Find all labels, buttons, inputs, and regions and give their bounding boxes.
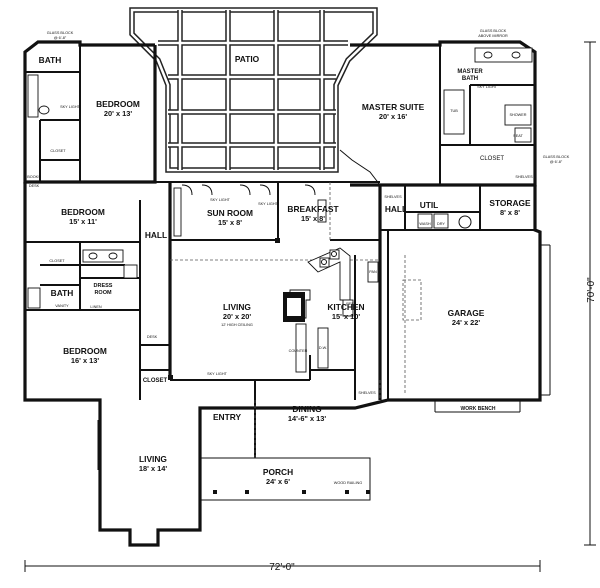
patio-trellis [129,7,378,173]
pantry-note: PAN [369,270,377,274]
kitchen-label: KITCHEN [327,302,364,312]
sky-light-note-5: SKY LIGHT [207,372,227,376]
bath-w-label: BATH [51,288,74,298]
entry-label: ENTRY [213,412,241,422]
bedroom-sw-label: BEDROOM [63,346,107,356]
bedroom-sw-size: 16' x 13' [71,356,99,365]
garage-label: GARAGE [448,308,485,318]
shelves-note: SHELVES [384,195,402,199]
dining-label: DINING [292,404,321,414]
dining-size: 14'-6" x 13' [288,414,326,423]
bedroom-nw-label: BEDROOM [96,99,140,109]
closet-sw-label: CLOSET [143,378,168,384]
glass-block-ne-note: GLASS BLOCK [480,29,507,33]
living-main-size: 20' x 20' [223,312,251,321]
bay-windows [97,149,381,470]
hall-e-label: HALL [385,204,407,214]
garage-door [434,244,551,413]
bedroom-w-label: BEDROOM [61,207,105,217]
sky-light-note-3: SKY LIGHT [210,198,230,202]
depth-dimension: 70'-0" [586,277,597,303]
work-bench-label: WORK BENCH [461,406,496,412]
bath-fixtures [27,47,533,309]
desk-note-1: DESK [29,184,40,188]
garage-size: 24' x 22' [452,318,480,327]
fixture-notes: GLASS BLOCK @ 6'-8" GLASS BLOCK ABOVE MI… [27,29,570,485]
dress-room-label-2: ROOM [94,290,112,296]
living-sw-label: LIVING [139,454,167,464]
sky-light-note-4: SKY LIGHT [258,202,278,206]
interior-walls [25,45,535,458]
storage-label: STORAGE [489,198,531,208]
desk-note-2: DESK [147,335,158,339]
glass-block-nw-note: GLASS BLOCK [47,31,74,35]
living-main-note: 12' HIGH CEILING [221,323,253,327]
linen-note: LINEN [90,305,101,309]
sky-light-note-1: SKY LIGHT [60,105,80,109]
glass-block-ne-note-2: ABOVE MIRROR [478,34,508,38]
porch-columns [168,238,370,494]
patio-label: PATIO [235,54,260,64]
sunroom-doors [173,184,327,237]
bedroom-w-size: 15' x 11' [69,217,97,226]
room-labels: PATIO BATH BEDROOM 20' x 13' CLOSET MAST… [39,54,531,486]
master-suite-label: MASTER SUITE [362,102,425,112]
breakfast-label: BREAKFAST [287,204,339,214]
porch-size: 24' x 6' [266,477,290,486]
sun-room-size: 15' x 8' [218,218,242,227]
shelves-note-3: SHELVES [515,175,533,179]
bedroom-nw-size: 20' x 13' [104,109,132,118]
books-note: BOOKS [27,175,41,179]
wash-note: WASH [419,222,431,226]
closet-master-label: CLOSET [480,156,504,162]
glass-block-e-note-2: @ 6'-8" [550,160,563,164]
dress-room-label-1: DRESS [94,283,113,289]
kitchen-size: 15' x 10' [332,312,360,321]
exterior-walls [23,40,542,547]
wood-railing-note: WOOD RAILING [334,481,363,485]
shelves-note-2: SHELVES [358,391,376,395]
shower-note: SHOWER [509,113,526,117]
bath-nw-label: BATH [39,55,62,65]
living-sw-size: 18' x 14' [139,464,167,473]
sun-room-label: SUN ROOM [207,208,253,218]
master-suite-size: 20' x 16' [379,112,407,121]
breakfast-size: 15' x 8' [301,214,325,223]
closet-nw-label: CLOSET [50,149,66,153]
closet-small-note: CLOSET [49,259,65,263]
glass-block-nw-note-2: @ 6'-8" [54,36,67,40]
sky-light-note-2: SKY LIGHT [477,85,497,89]
glass-block-e-note: GLASS BLOCK [543,155,570,159]
porch-label: PORCH [263,467,293,477]
master-bath-label-1: MASTER [457,69,483,75]
refrig-note: REF [346,302,354,306]
seat-note: SEAT [513,134,523,138]
util-label: UTIL [420,200,439,210]
overall-dimensions: 72'-0" 70'-0" [24,41,597,573]
vanity-note: VANITY [55,304,69,308]
fireplace [283,292,305,322]
dw-note: D.W. [319,346,327,350]
width-dimension: 72'-0" [269,562,295,573]
counter-note: COUNTER [289,349,308,353]
master-bath-label-2: BATH [462,76,478,82]
dry-note: DRY [437,222,445,226]
living-main-label: LIVING [223,302,251,312]
hall-w-label: HALL [145,230,167,240]
storage-size: 8' x 8' [500,208,520,217]
tub-note: TUB [450,109,458,113]
